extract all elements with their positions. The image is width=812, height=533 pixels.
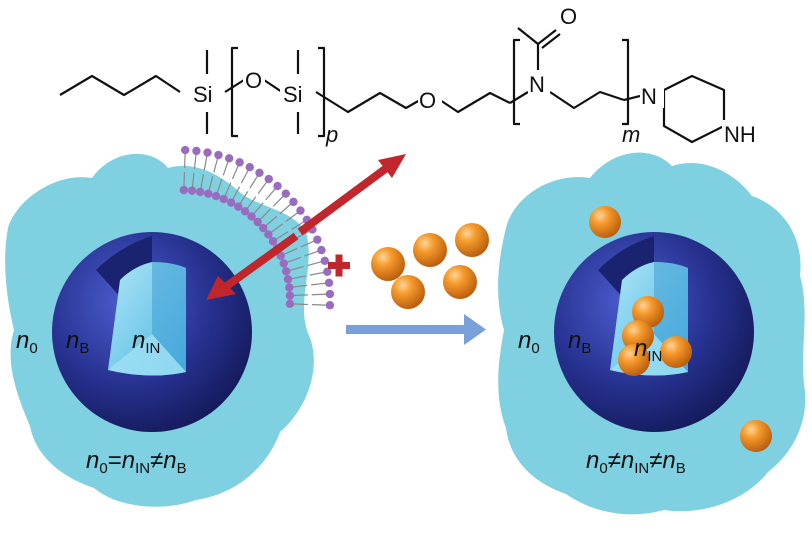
bracket-m-left: [512, 38, 520, 126]
si1-label: Si: [193, 82, 213, 107]
right-n0-label: n0: [518, 327, 540, 357]
bracket-p-right: [318, 46, 326, 138]
lipid-head: [317, 245, 326, 255]
lipid-head: [255, 168, 264, 177]
lipid-head: [281, 189, 291, 198]
lipid-head: [281, 267, 291, 276]
particle: [391, 275, 425, 309]
lipid-head: [181, 145, 190, 155]
propyl-linker: [315, 91, 421, 114]
m-subscript: m: [622, 122, 640, 147]
lipid-head: [204, 189, 213, 198]
lipid-head: [258, 223, 268, 233]
lipid-head: [219, 194, 228, 204]
blue-process-arrow: [346, 314, 486, 345]
lipid-head: [289, 197, 298, 207]
lipid-head: [285, 283, 294, 292]
o2-label: O: [419, 88, 436, 113]
internal-particle: [632, 296, 664, 328]
chemical-atom-labels: Si O Si p O N O m N NH: [190, 4, 758, 147]
external-particle: [740, 420, 772, 452]
chemical-structure: [59, 27, 726, 144]
p-subscript: p: [325, 122, 338, 147]
lipid-head: [320, 256, 329, 266]
ethyl-linker: [439, 91, 511, 114]
lipid-head: [195, 187, 205, 197]
lipid-head: [323, 267, 332, 276]
particle: [455, 223, 489, 257]
lipid-head: [247, 212, 256, 221]
red-arrow-out-head: [378, 154, 406, 178]
bracket-m-right: [622, 38, 630, 126]
lipid-head: [264, 230, 273, 239]
o1-label: O: [245, 68, 262, 93]
internal-particle: [618, 344, 650, 376]
lipid-head: [285, 299, 295, 309]
red-arrows: [206, 154, 406, 300]
lipid-head: [279, 259, 288, 268]
lipid-head: [224, 154, 234, 163]
right-labels: n0 nB nIN n0≠nIN≠nB: [518, 327, 686, 477]
lipid-head: [313, 235, 322, 244]
lipid-head: [325, 289, 335, 299]
lipid-head: [226, 198, 236, 207]
particle: [443, 265, 477, 299]
lipid-head: [296, 206, 305, 215]
lipid-head: [285, 291, 295, 300]
external-particle: [589, 206, 621, 238]
o3-label: O: [560, 4, 577, 29]
lipid-head: [192, 146, 201, 156]
right-equation: n0≠nIN≠nB: [586, 447, 686, 477]
red-arrow-in-head: [206, 276, 236, 300]
n2-label: N: [641, 84, 657, 109]
lipid-head: [187, 186, 197, 195]
plus-icon: [328, 254, 350, 277]
butyl-chain: [59, 74, 181, 97]
lipid-head: [214, 150, 223, 160]
particle: [371, 247, 405, 281]
lipid-head: [273, 181, 282, 191]
right-vesicle: [554, 232, 754, 432]
right-nB-label: nB: [568, 327, 591, 357]
nh-label: NH: [724, 122, 756, 147]
si2-label: Si: [283, 82, 303, 107]
lipid-head: [324, 278, 334, 288]
lipid-head: [283, 275, 293, 284]
particle-cluster: [371, 223, 489, 309]
n1-label: N: [529, 72, 545, 97]
left-nB-label: nB: [66, 327, 89, 357]
right-nIN-label: nIN: [634, 335, 662, 365]
lipid-head: [253, 217, 262, 227]
lipid-head: [235, 158, 244, 167]
lipid-head: [245, 163, 254, 172]
ethylene-unit: [549, 90, 625, 110]
lipid-head: [179, 185, 189, 195]
lipid-head: [264, 174, 273, 184]
left-n0-label: n0: [16, 327, 38, 357]
lipid-head: [203, 148, 212, 157]
internal-particle: [622, 320, 654, 352]
piperazine-ring: [662, 74, 726, 144]
lipid-head: [325, 301, 335, 310]
lipid-head: [234, 202, 243, 211]
bracket-p-left: [230, 46, 238, 138]
left-vesicle: [52, 232, 252, 432]
lipid-head: [276, 251, 285, 260]
left-equation: n0=nIN≠nB: [86, 447, 187, 477]
lipid-head: [268, 237, 278, 246]
internal-particle: [660, 336, 692, 368]
left-labels: n0 nB nIN n0=nIN≠nB: [16, 327, 187, 477]
lipid-head: [211, 191, 221, 201]
particle: [413, 233, 447, 267]
left-nIN-label: nIN: [132, 327, 160, 357]
lipid-head: [240, 207, 250, 216]
